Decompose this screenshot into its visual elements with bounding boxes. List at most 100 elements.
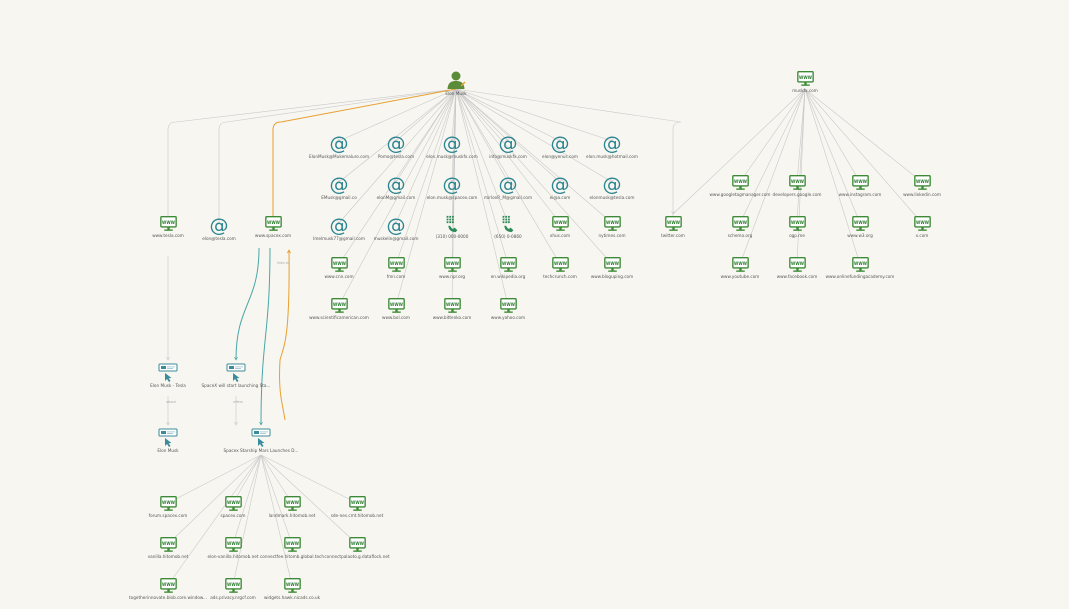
website-icon: WWW	[603, 257, 621, 272]
website-icon: WWW	[283, 537, 301, 552]
svg-text:WWW: WWW	[351, 541, 365, 546]
person-site-node[interactable]: WWW www.scientificamerican.com	[274, 297, 404, 320]
site-child-node[interactable]: WWW x.com	[857, 215, 987, 238]
site-child-node[interactable]: WWW www.onlinefundingacademy.com	[795, 256, 925, 279]
document-icon	[158, 428, 178, 447]
person-site-node[interactable]: WWW nytimes.com	[547, 215, 677, 238]
root-site-node[interactable]: WWW muskfx.com	[740, 70, 870, 93]
email-node[interactable]: @ ei@a.com	[495, 174, 625, 200]
person-site-node[interactable]: WWW www.bittenko.com	[387, 297, 517, 320]
email-node[interactable]: @ info@muskfx.com	[443, 133, 573, 159]
document-node[interactable]: SpaceX will start launching Sta...	[171, 362, 301, 388]
spacex-child-node[interactable]: WWW sde-nes.cmt.hitomob.net	[292, 495, 422, 518]
site-child-node[interactable]: WWW www.w3.org	[795, 215, 925, 238]
site-child-node[interactable]: WWW www.facebook.com	[732, 256, 862, 279]
website-icon: WWW	[330, 257, 348, 272]
site-child-node[interactable]: WWW www.youtube.com	[675, 256, 805, 279]
node-label: Elon Musk - Tesla	[150, 383, 186, 388]
spacex-child-node[interactable]: WWW togetherinnovate.blob.core.window...	[103, 577, 233, 600]
website-icon: WWW	[664, 216, 682, 231]
website-icon: WWW	[224, 496, 242, 511]
site-child-node[interactable]: WWW developers.google.com	[732, 174, 862, 197]
site-child-node[interactable]: WWW ogp.me	[732, 215, 862, 238]
spacex-child-node[interactable]: WWW ads.privacy.nrgcf.com	[168, 577, 298, 600]
person-email-edge	[455, 88, 509, 142]
email-node[interactable]: @ Pomo@tesla.com	[331, 133, 461, 159]
svg-text:@: @	[443, 174, 462, 194]
website-icon: WWW	[913, 175, 931, 190]
email-node[interactable]: @ elonM@gmail.com	[331, 174, 461, 200]
email-node[interactable]: @ elon@yenus.com	[495, 133, 625, 159]
website-icon: WWW	[387, 257, 405, 272]
site-child-node[interactable]: WWW www.instagram.com	[795, 174, 925, 197]
email-node[interactable]: @ mirlonR_M@gmail.com	[443, 174, 573, 200]
phone-node[interactable]: (310) 000-0000	[387, 215, 517, 239]
svg-text:WWW: WWW	[390, 302, 404, 307]
phone-node[interactable]: (650) 0-0860	[443, 215, 573, 239]
svg-text:@: @	[330, 174, 349, 194]
person-email-edge	[395, 88, 457, 142]
edge-label: links to	[277, 261, 289, 265]
svg-text:@: @	[551, 174, 570, 194]
spacex-child-node[interactable]: WWW vanilla.hitomob.net	[103, 536, 233, 559]
site-child-node[interactable]: WWW schema.org	[675, 215, 805, 238]
person-site-edge	[455, 88, 561, 265]
node-label: (650) 0-0860	[494, 234, 522, 239]
person-site-node[interactable]: WWW en.wikipedia.org	[443, 256, 573, 279]
branch-node[interactable]: @ elon@tesla.com	[154, 215, 284, 241]
root-person-node[interactable]: Elon Musk	[391, 70, 521, 96]
website-icon: WWW	[788, 175, 806, 190]
spacex-child-node[interactable]: WWW forum.spacex.com	[103, 495, 233, 518]
site-twitter-edge	[672, 88, 806, 215]
person-site-node[interactable]: WWW www.cnn.com	[274, 256, 404, 279]
email-node[interactable]: @ EMusk@gmail.co	[274, 174, 404, 200]
svg-text:WWW: WWW	[162, 220, 176, 225]
email-node[interactable]: @ elon.musk@hotmail.com	[547, 133, 677, 159]
spacex-child-node[interactable]: WWW landmark.hitomob.net	[227, 495, 357, 518]
spacex-child-node[interactable]: WWW connectfee.hitomb.global.tech	[227, 536, 357, 559]
branch-node[interactable]: WWW www.tesla.com	[103, 215, 233, 238]
document-node[interactable]: Elon Musk	[103, 427, 233, 453]
person-site-node[interactable]: WWW techcrunch.com	[495, 256, 625, 279]
site-child-node[interactable]: WWW www.googletagmanager.com	[675, 174, 805, 197]
svg-text:WWW: WWW	[854, 261, 868, 266]
email-node[interactable]: @ elonmusk@tesla.com	[547, 174, 677, 200]
person-site-node[interactable]: WWW fmn.com	[331, 256, 461, 279]
edge-arrowhead	[558, 137, 562, 142]
branch-node[interactable]: WWW twitter.com	[608, 215, 738, 238]
spacex-child-node[interactable]: WWW elon-vanilla.hitomob.net	[168, 536, 298, 559]
edge-arrowhead	[558, 178, 562, 183]
site-child-edge	[739, 88, 806, 183]
branch-node[interactable]: WWW www.spacex.com	[208, 215, 338, 238]
email-node[interactable]: @ Imelmusk77@gmail.com	[274, 215, 404, 241]
document-node[interactable]: Spacex Starship Mars Launches D...	[196, 427, 326, 453]
site-child-node[interactable]: WWW www.linkedin.com	[857, 174, 987, 197]
person-site-node[interactable]: WWW www.npr.org	[387, 256, 517, 279]
svg-text:WWW: WWW	[667, 220, 681, 225]
edge-arrowhead	[394, 219, 398, 224]
spacex-child-node[interactable]: WWW widgets.hawk.nicads.co.uk	[227, 577, 357, 600]
person-email-edge	[395, 88, 457, 224]
email-node[interactable]: @ elon.musk@spacex.com	[387, 174, 517, 200]
doc-child-edge	[232, 454, 262, 504]
document-node[interactable]: Elon Musk - Tesla	[103, 362, 233, 388]
person-site-node[interactable]: WWW www.bol.com	[331, 297, 461, 320]
document-icon	[158, 363, 178, 382]
node-label: fmn.com	[386, 274, 406, 279]
node-label: www.yahoo.com	[490, 315, 526, 320]
email-node[interactable]: @ elon.musk@muskfx.com	[387, 133, 517, 159]
person-site-node[interactable]: WWW www.bloguping.com	[547, 256, 677, 279]
doc-child-edge	[167, 454, 262, 545]
svg-text:WWW: WWW	[916, 179, 930, 184]
svg-text:@: @	[499, 174, 518, 194]
svg-text:@: @	[551, 133, 570, 153]
spacex-child-node[interactable]: WWW connectpalaoto.g.dataflock.net	[292, 536, 422, 559]
svg-text:WWW: WWW	[554, 220, 568, 225]
spacex-child-node[interactable]: WWW spacex.com	[168, 495, 298, 518]
person-site-node[interactable]: WWW www.yahoo.com	[443, 297, 573, 320]
email-node[interactable]: @ muskelin@gmail.com	[331, 215, 461, 241]
person-site-edge	[455, 88, 509, 265]
email-node[interactable]: @ ElonMusk@Mukemaluro.com	[274, 133, 404, 159]
person-site-node[interactable]: WWW xhus.com	[495, 215, 625, 238]
